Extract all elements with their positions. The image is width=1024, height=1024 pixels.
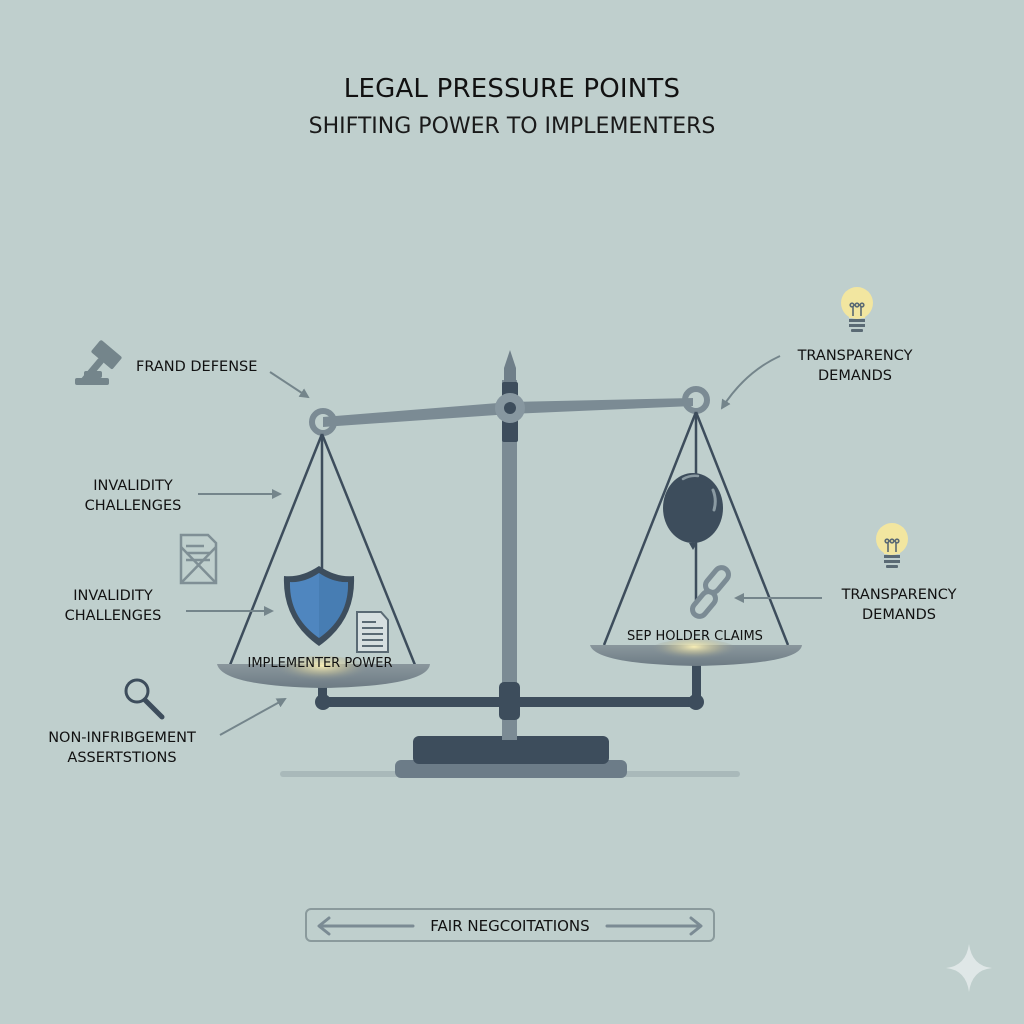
right-pan-label: SEP HOLDER CLAIMS bbox=[627, 629, 763, 644]
label-line: DEMANDS bbox=[818, 368, 892, 384]
label-line: TRANSPARENCY bbox=[797, 348, 913, 364]
label-line: TRANSPARENCY bbox=[841, 587, 957, 603]
lightbulb-icon bbox=[841, 287, 873, 332]
label-invalidity-challenges-1: INVALIDITY CHALLENGES bbox=[70, 476, 196, 516]
scale-base bbox=[395, 736, 627, 778]
lightbulb-icon bbox=[876, 523, 908, 568]
balance-beam bbox=[309, 386, 710, 436]
label-line: NON-INFRIBGEMENT bbox=[48, 730, 196, 746]
arrow-left-icon bbox=[317, 916, 415, 936]
label-line: INVALIDITY bbox=[73, 588, 153, 604]
fair-negotiations-banner: FAIR NEGCOITATIONS bbox=[305, 908, 715, 942]
left-pan-label: IMPLEMENTER POWER bbox=[247, 656, 393, 671]
document-icon bbox=[356, 611, 389, 653]
page-subtitle: SHIFTING POWER TO IMPLEMENTERS bbox=[308, 114, 716, 139]
pointer-tip bbox=[504, 350, 516, 382]
label-frand-defense: FRAND DEFENSE bbox=[136, 359, 258, 375]
page-title: LEGAL PRESSURE POINTS bbox=[343, 74, 681, 104]
label-line: CHALLENGES bbox=[64, 608, 162, 624]
annotation-arrows bbox=[186, 355, 822, 736]
label-line: CHALLENGES bbox=[84, 498, 182, 514]
magnifier-icon bbox=[124, 678, 165, 720]
balloon-icon bbox=[663, 473, 723, 550]
broken-chain-icon bbox=[690, 565, 731, 619]
label-line: DEMANDS bbox=[862, 607, 936, 623]
left-pan-strings bbox=[228, 433, 417, 666]
label-invalidity-challenges-2: INVALIDITY CHALLENGES bbox=[50, 586, 176, 626]
arrow-right-icon bbox=[605, 916, 703, 936]
label-line: ASSERTSTIONS bbox=[67, 750, 177, 766]
label-line: INVALIDITY bbox=[93, 478, 173, 494]
label-transparency-demands-2: TRANSPARENCY DEMANDS bbox=[836, 585, 962, 625]
gavel-icon bbox=[75, 340, 122, 385]
lower-beam bbox=[315, 664, 704, 720]
shield-icon bbox=[283, 566, 355, 646]
sparkle-icon bbox=[946, 944, 992, 992]
fair-negotiations-label: FAIR NEGCOITATIONS bbox=[430, 917, 590, 935]
label-transparency-demands-1: TRANSPARENCY DEMANDS bbox=[792, 346, 918, 386]
crossed-document-icon bbox=[179, 533, 218, 585]
scale-post bbox=[502, 380, 517, 740]
label-non-infringement: NON-INFRIBGEMENT ASSERTSTIONS bbox=[44, 728, 200, 768]
